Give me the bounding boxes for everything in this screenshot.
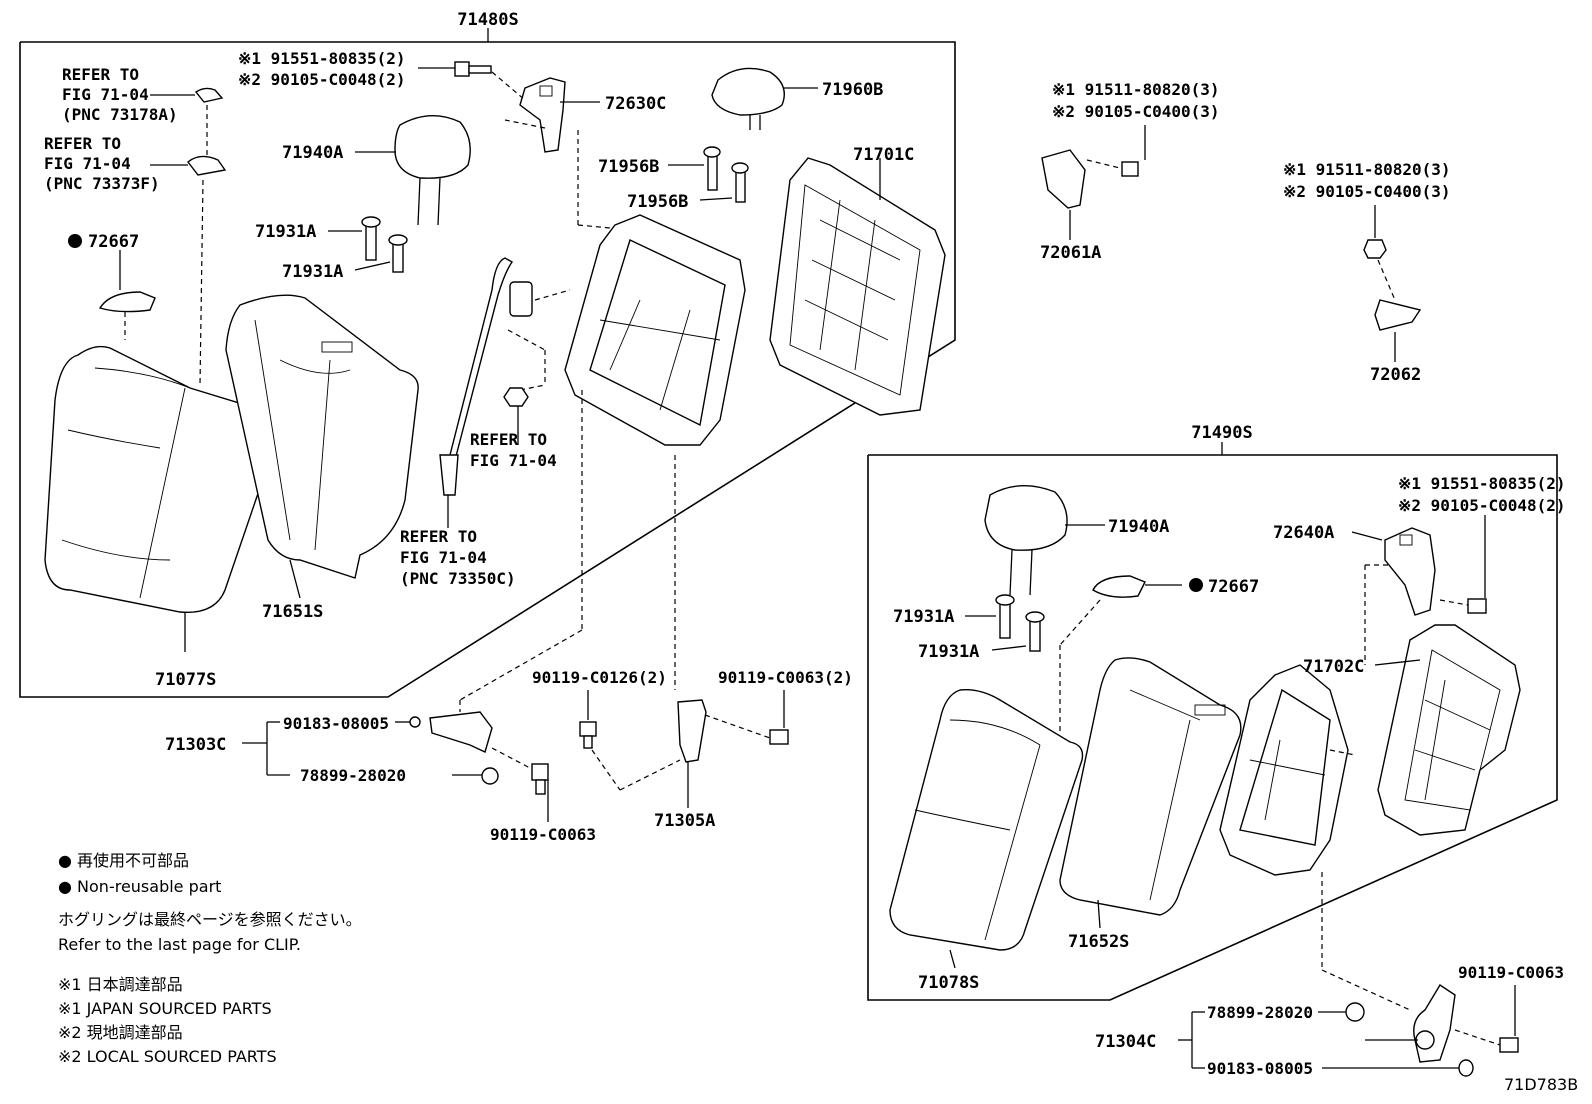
refer-1-line1: REFER TO [62,65,139,84]
fastener-2-line2[interactable]: ※2 90105-C0400(3) [1052,102,1220,121]
note-8: ※2 LOCAL SOURCED PARTS [58,1047,277,1066]
refer-4-line3: (PNC 73350C) [400,569,516,588]
label-71701c[interactable]: 71701C [853,145,914,165]
label-72667-left[interactable]: 72667 [88,232,139,252]
refer-73373f: REFER TO FIG 71-04 (PNC 73373F) [44,105,227,386]
non-reusable-dot-right [1189,578,1203,592]
seatback-frame-right [1219,664,1411,1011]
label-71960b[interactable]: 71960B [822,80,883,100]
refer-73350c: REFER TO FIG 71-04 (PNC 73350C) [400,495,516,588]
bolt-91551-left [418,61,526,101]
guides-71931a-left [328,216,408,273]
guides-71931a-right [965,594,1045,652]
note-6: ※1 JAPAN SOURCED PARTS [58,999,272,1018]
label-71931a-3[interactable]: 71931A [893,607,954,627]
refer-73178a: REFER TO FIG 71-04 (PNC 73178A) [62,65,224,124]
bracket-71304c [1178,984,1519,1077]
label-72640a[interactable]: 72640A [1273,523,1334,543]
label-90183-right[interactable]: 90183-08005 [1207,1059,1313,1078]
refer-2-line1: REFER TO [44,134,121,153]
refer-4-line1: REFER TO [400,527,477,546]
refer-4-line2[interactable]: FIG 71-04 [400,548,487,567]
refer-3-line2[interactable]: FIG 71-04 [470,451,557,470]
left-assembly-box [19,28,956,698]
seatback-pad-71652s [1059,657,1242,929]
label-71956b-1[interactable]: 71956B [598,157,659,177]
label-78899-right[interactable]: 78899-28020 [1207,1003,1313,1022]
note-1: ● 再使用不可部品 [58,851,189,870]
note-3: ホグリングは最終ページを参照ください。 [58,910,362,929]
note-7: ※2 現地調達部品 [58,1023,183,1042]
refer-1-line3: (PNC 73178A) [62,105,178,124]
label-71078s[interactable]: 71078S [918,973,979,993]
label-90119-c0126[interactable]: 90119-C0126(2) [532,668,667,687]
label-71702c[interactable]: 71702C [1303,657,1364,677]
fastener-1-line2[interactable]: ※2 90105-C0048(2) [238,70,406,89]
refer-2-line3: (PNC 73373F) [44,174,160,193]
headrest-71940a-right [984,484,1105,596]
fastener-3-line1[interactable]: ※1 91511-80820(3) [1283,160,1451,179]
clip-72667-right [1059,575,1182,735]
seat-belt-left [439,257,571,496]
headrest-71960b [711,67,818,130]
label-71305a[interactable]: 71305A [654,811,715,831]
label-71940a-left[interactable]: 71940A [282,143,343,163]
fastener-3-line2[interactable]: ※2 90105-C0400(3) [1283,182,1451,201]
hinge-72061a [1041,125,1146,240]
seatback-cushion-71078s [889,689,1084,969]
note-4: Refer to the last page for CLIP. [58,935,301,954]
label-71490s[interactable]: 71490S [1191,423,1252,443]
non-reusable-dot-left [68,234,82,248]
label-78899-left[interactable]: 78899-28020 [300,766,406,785]
label-71651s[interactable]: 71651S [262,602,323,622]
hinge-72640a [1351,515,1487,665]
note-5: ※1 日本調達部品 [58,975,183,994]
hinge-72630c [504,77,611,229]
bracket-72062 [1363,205,1422,362]
notes-block: ● 再使用不可部品 ● Non-reusable part ホグリングは最終ペー… [58,851,362,1066]
clip-72667-left [98,250,156,340]
bracket-71303c [242,711,549,822]
label-71940a-right[interactable]: 71940A [1108,517,1169,537]
label-71956b-2[interactable]: 71956B [627,192,688,212]
seatback-frame-left [459,214,746,712]
refer-3-line1: REFER TO [470,430,547,449]
label-71304c[interactable]: 71304C [1095,1032,1156,1052]
fastener-4-line1[interactable]: ※1 91551-80835(2) [1398,474,1566,493]
label-71303c[interactable]: 71303C [165,735,226,755]
label-71077s[interactable]: 71077S [155,670,216,690]
refer-2-line2[interactable]: FIG 71-04 [44,154,131,173]
refer-belt: REFER TO FIG 71-04 [470,430,557,470]
bracket-71305a [579,690,789,808]
label-90119-c0063-b[interactable]: 90119-C0063 [1458,963,1564,982]
refer-1-line2[interactable]: FIG 71-04 [62,85,149,104]
fastener-4-line2[interactable]: ※2 90105-C0048(2) [1398,496,1566,515]
label-71480s[interactable]: 71480S [457,10,518,30]
label-72630c[interactable]: 72630C [605,94,666,114]
headrest-71940a-left [355,114,471,226]
fastener-1-line1[interactable]: ※1 91551-80835(2) [238,49,406,68]
fastener-2-line1[interactable]: ※1 91511-80820(3) [1052,80,1220,99]
label-72062[interactable]: 72062 [1370,365,1421,385]
label-90183-left[interactable]: 90183-08005 [283,714,389,733]
label-72667-right[interactable]: 72667 [1208,577,1259,597]
diagram-code: 71D783B [1504,1075,1578,1094]
seatback-cushion-71077s [44,345,280,652]
note-2: ● Non-reusable part [58,877,221,896]
backboard-71701c [769,157,946,416]
label-71931a-4[interactable]: 71931A [918,642,979,662]
backboard-71702c [1374,624,1521,836]
label-72061a[interactable]: 72061A [1040,243,1101,263]
label-71931a-1[interactable]: 71931A [255,222,316,242]
label-71931a-2[interactable]: 71931A [282,262,343,282]
right-assembly-box [867,442,1558,1001]
label-90119-c0063-a[interactable]: 90119-C0063 [490,825,596,844]
guides-71956b [668,146,749,203]
label-71652s[interactable]: 71652S [1068,932,1129,952]
label-90119-c0063-2[interactable]: 90119-C0063(2) [718,668,853,687]
seatback-pad-71651s [225,294,419,599]
